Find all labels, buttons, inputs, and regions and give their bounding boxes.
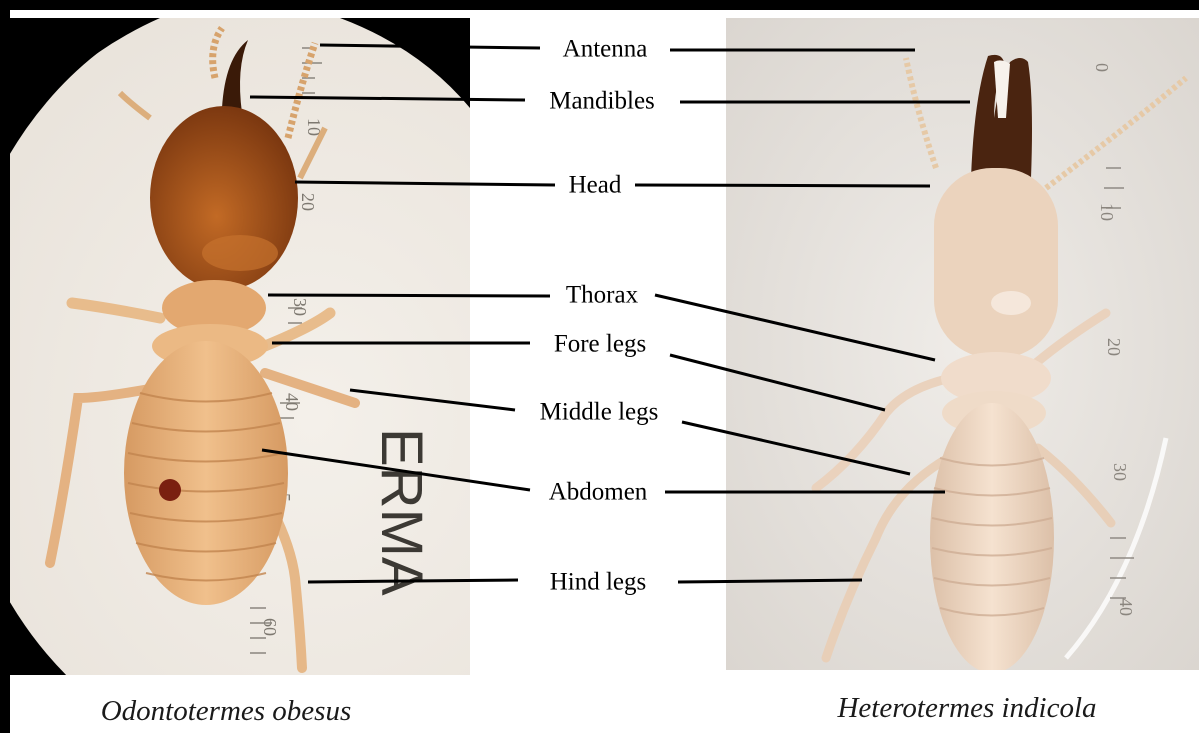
leader-line-abdomen-left [262,450,530,490]
leader-line-hind-legs-left [308,580,518,582]
leader-line-thorax-left [268,295,550,296]
leader-line-antenna-left [320,45,540,48]
diagram-canvas: 10 20 30 40 5 60 ERMA [10,10,1199,733]
label-hind-legs: Hind legs [548,570,649,595]
leader-line-fore-legs-right [670,355,885,410]
label-thorax: Thorax [564,283,640,308]
leader-line-mandibles-left [250,97,525,100]
label-middle-legs: Middle legs [538,400,661,425]
leader-line-thorax-right [655,295,935,360]
leader-line-head-left [295,182,555,185]
leader-line-middle-legs-right [682,422,910,474]
species-caption-right: Heterotermes indicola [837,692,1096,725]
species-caption-left: Odontotermes obesus [101,695,352,728]
label-mandibles: Mandibles [547,89,657,114]
leader-line-middle-legs-left [350,390,515,410]
label-head: Head [567,173,624,198]
label-fore-legs: Fore legs [552,332,648,357]
leader-line-head-right [635,185,930,186]
leader-lines [10,10,1199,733]
leader-line-hind-legs-right [678,580,862,582]
label-antenna: Antenna [561,37,650,62]
label-abdomen: Abdomen [547,480,650,505]
